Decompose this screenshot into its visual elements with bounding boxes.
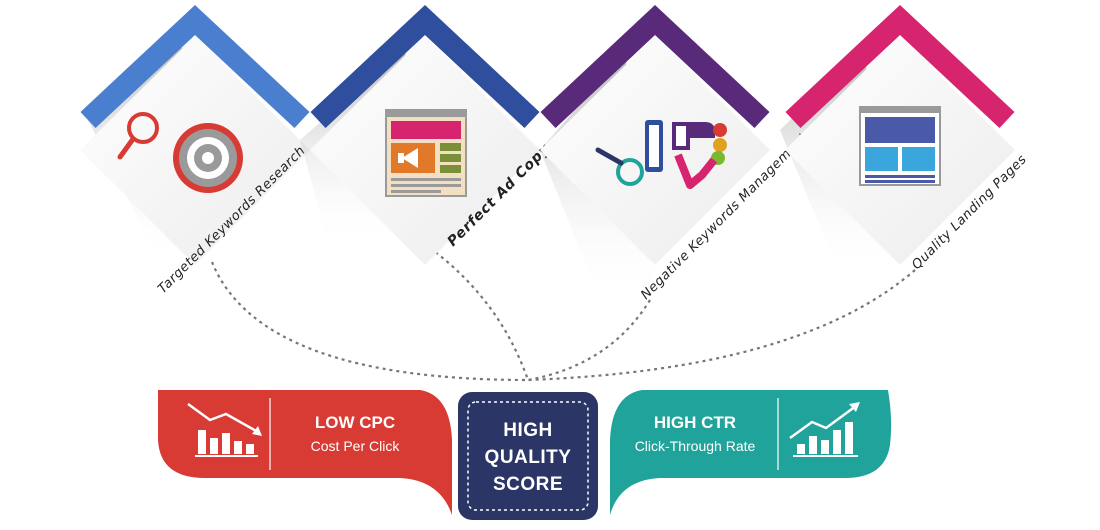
tile-roof	[785, 4, 1015, 129]
keywords-magnifier-icon	[595, 120, 727, 189]
tile-roof	[310, 4, 540, 129]
quality-score-box: HIGH QUALITY SCORE	[458, 392, 598, 520]
low-cpc-subtitle: Cost Per Click	[311, 438, 401, 454]
rising-chart-icon	[789, 402, 860, 457]
connector-3	[527, 299, 651, 382]
low-cpc-title: LOW CPC	[315, 413, 395, 432]
declining-chart-icon	[187, 402, 262, 457]
tile-targeted-keywords: Targeted Keywords Research	[80, 4, 310, 297]
high-ctr-subtitle: Click-Through Rate	[635, 438, 756, 454]
high-ctr-shape	[610, 390, 892, 515]
tile-negative-keywords: Negative Keywords Management	[540, 4, 811, 303]
low-cpc-shape	[158, 390, 452, 515]
connector-1	[210, 261, 529, 382]
landing-page-icon	[859, 106, 941, 186]
score-line-3: SCORE	[493, 474, 563, 495]
quality-score-bg	[458, 392, 598, 520]
high-ctr-panel: HIGH CTR Click-Through Rate	[610, 390, 892, 515]
tile-perfect-ad-copy: Perfect Ad Copy	[300, 4, 554, 265]
ad-copy-megaphone-icon	[385, 109, 467, 197]
score-line-1: HIGH	[503, 420, 553, 441]
tile-roof	[540, 4, 770, 129]
magnifier-target-icon	[117, 112, 243, 193]
connector-4	[527, 269, 916, 382]
score-line-2: QUALITY	[485, 447, 572, 468]
high-ctr-title: HIGH CTR	[654, 413, 736, 432]
tile-quality-landing-pages: Quality Landing Pages	[780, 4, 1030, 275]
connectors	[210, 247, 916, 382]
tile-roof	[80, 4, 310, 129]
low-cpc-panel: LOW CPC Cost Per Click	[158, 390, 452, 515]
connector-2	[429, 247, 530, 381]
